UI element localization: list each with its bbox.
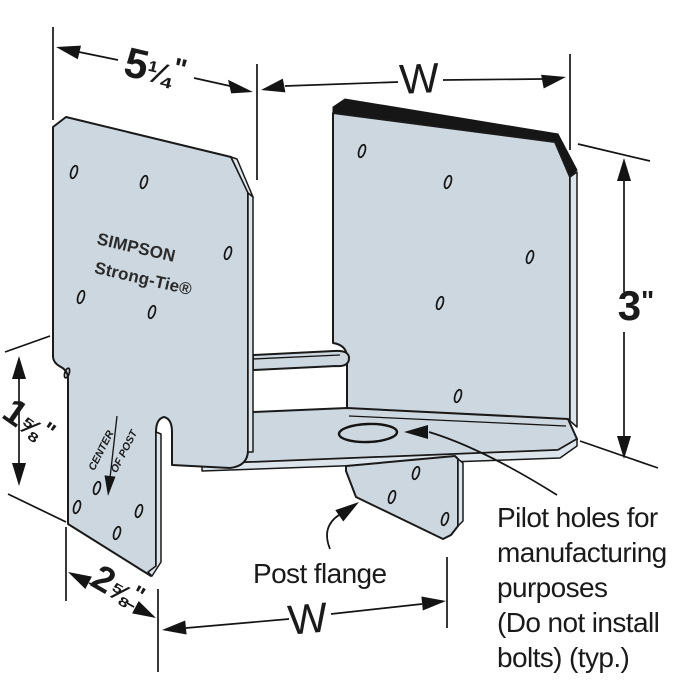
nail-holes-right-plate	[357, 143, 535, 404]
right-plate-face	[332, 112, 571, 422]
left-plate-side-thickness	[247, 192, 254, 453]
pilot-holes-leader-arrowhead	[404, 425, 428, 439]
nail-hole	[112, 525, 122, 541]
dimension-line	[330, 603, 423, 615]
pilot-hole-oval	[337, 422, 399, 444]
dim-bottom-opening-width: W	[162, 557, 448, 644]
nail-hole	[147, 304, 157, 320]
extension-line	[579, 440, 659, 469]
dim-arrowhead	[132, 601, 156, 618]
nail-hole	[69, 164, 79, 180]
dim-label-top-opening: W	[398, 54, 440, 103]
nail-hole	[443, 174, 453, 190]
dim-arrowhead	[261, 78, 286, 93]
post-flange	[345, 455, 464, 540]
dim-arrowhead	[541, 74, 566, 89]
dimension-line	[193, 77, 231, 87]
nail-hole	[76, 289, 86, 305]
seat-front-thickness	[201, 438, 578, 472]
post-flange-thickness	[457, 458, 464, 527]
dimension-line	[284, 81, 399, 87]
right-plate-side-thickness	[569, 171, 578, 428]
pilot-holes-leader-line	[428, 431, 558, 496]
dim-arrowhead	[228, 79, 253, 94]
dim-label-tab-height: 1⅝"	[0, 390, 63, 454]
dim-arrowhead	[12, 356, 26, 379]
post-flange-callout: Post flange	[253, 502, 387, 589]
pilot-holes-note: Pilot holes for manufacturing purposes (…	[497, 502, 674, 673]
center-of-post-arrowhead	[104, 475, 116, 496]
strap-face	[252, 349, 350, 371]
dim-arrowhead	[617, 158, 631, 181]
strap-fold-line	[252, 354, 341, 360]
dim-arrowhead	[421, 596, 446, 611]
seat-plate	[201, 407, 578, 472]
pilot-holes-callout: Pilot holes for manufacturing purposes (…	[404, 425, 674, 673]
nail-hole	[453, 388, 463, 404]
dim-arrowhead	[12, 463, 26, 486]
right-side-plate	[332, 98, 578, 428]
dim-arrowhead	[617, 436, 631, 459]
dim-label-side-height: 3"	[618, 282, 655, 329]
post-flange-face	[345, 455, 459, 540]
left-side-plate: SIMPSON Strong-Tie® CENTER OF POST	[52, 116, 254, 577]
dimension-line	[78, 51, 119, 61]
nail-hole	[92, 480, 102, 496]
nail-hole	[72, 499, 82, 515]
seat-fold-line	[348, 415, 567, 427]
connecting-strap	[252, 349, 350, 371]
dimension-line	[126, 602, 135, 608]
nail-hole	[139, 174, 149, 190]
nail-hole	[387, 489, 397, 505]
dim-arrowhead	[68, 572, 92, 589]
nail-hole	[411, 465, 421, 481]
nail-hole	[223, 245, 233, 261]
post-flange-leader-line	[326, 514, 340, 550]
dim-top-opening-width: W	[261, 54, 571, 150]
extension-line	[7, 493, 67, 523]
dim-label-bottom-opening: W	[286, 593, 330, 643]
extension-line	[577, 143, 651, 162]
nail-holes-left-plate	[63, 164, 233, 541]
nail-hole	[63, 367, 71, 379]
post-flange-leader-arrowhead	[335, 502, 359, 522]
dimension-line	[185, 618, 290, 629]
nail-hole	[525, 249, 535, 265]
nail-hole	[435, 295, 445, 311]
extension-line	[4, 335, 51, 353]
nail-hole	[134, 503, 144, 519]
dim-arrowhead	[56, 45, 81, 60]
center-of-post-line	[109, 415, 118, 479]
left-plate-face	[52, 116, 249, 577]
post-flange-label: Post flange	[253, 558, 387, 589]
nail-hole	[440, 511, 450, 527]
nail-holes-post-flange	[387, 465, 450, 527]
left-tab-side-thickness	[147, 431, 162, 577]
dimension-line	[88, 582, 100, 589]
dim-arrowhead	[162, 620, 187, 635]
dimension-line	[442, 78, 543, 81]
dim-side-plate-height: 3"	[577, 143, 659, 469]
dim-label-front-width: 5¼"	[120, 38, 191, 98]
nail-hole	[357, 143, 367, 159]
